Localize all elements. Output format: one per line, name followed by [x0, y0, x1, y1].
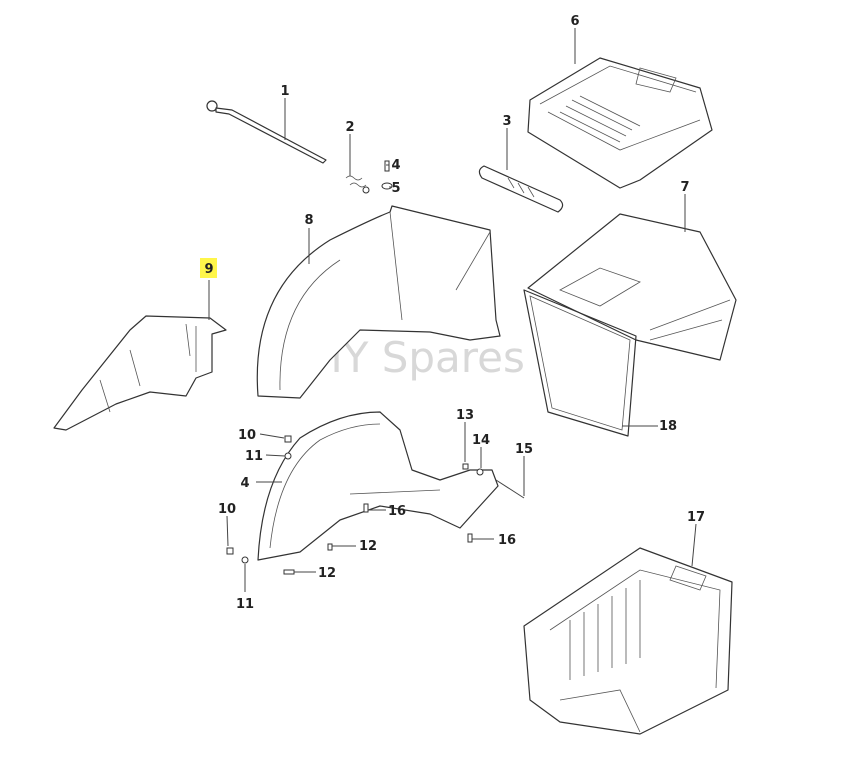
part-7-grass-bag-top[interactable] — [527, 213, 737, 361]
callout-9[interactable]: 9 — [204, 262, 213, 277]
callout-2[interactable]: 2 — [345, 120, 354, 135]
callout-6[interactable]: 6 — [570, 14, 579, 29]
callout-16b[interactable]: 16 — [498, 533, 516, 548]
callout-12[interactable]: 12 — [359, 539, 377, 554]
callout-8[interactable]: 8 — [304, 213, 313, 228]
part-18-bag-frame[interactable] — [523, 289, 637, 437]
callout-13[interactable]: 13 — [456, 408, 474, 423]
leader-lines — [208, 28, 697, 592]
callout-7[interactable]: 7 — [680, 180, 689, 195]
part-4-side-guard[interactable] — [257, 411, 499, 561]
part-1-rod[interactable] — [206, 100, 327, 164]
callout-3[interactable]: 3 — [502, 114, 511, 129]
callout-15[interactable]: 15 — [515, 442, 533, 457]
callout-17[interactable]: 17 — [687, 510, 705, 525]
part-3-handle-grip[interactable] — [478, 165, 564, 213]
part-9-deflector[interactable] — [53, 315, 227, 431]
callout-9-highlight — [200, 258, 217, 278]
callout-labels: 1 2 4 5 3 6 7 8 9 18 10 11 13 14 15 4 16… — [204, 14, 705, 612]
callout-14[interactable]: 14 — [472, 433, 490, 448]
callout-10[interactable]: 10 — [238, 428, 256, 443]
callout-1[interactable]: 1 — [280, 84, 289, 99]
callout-18[interactable]: 18 — [659, 419, 677, 434]
callout-11b[interactable]: 11 — [236, 597, 254, 612]
callout-11[interactable]: 11 — [245, 449, 263, 464]
hardware-fasteners — [226, 435, 525, 575]
part-6-grass-bag-lid[interactable] — [527, 57, 713, 189]
callout-16[interactable]: 16 — [388, 504, 406, 519]
part-8-rear-guard[interactable] — [256, 205, 501, 399]
callout-12b[interactable]: 12 — [318, 566, 336, 581]
callout-4b[interactable]: 4 — [240, 476, 249, 491]
callout-10b[interactable]: 10 — [218, 502, 236, 517]
part-2-spring[interactable] — [345, 175, 370, 194]
part-17-grass-bag[interactable] — [523, 547, 733, 735]
callout-4[interactable]: 4 — [391, 158, 400, 173]
callout-5[interactable]: 5 — [391, 181, 400, 196]
part-4-screw[interactable] — [384, 160, 390, 172]
